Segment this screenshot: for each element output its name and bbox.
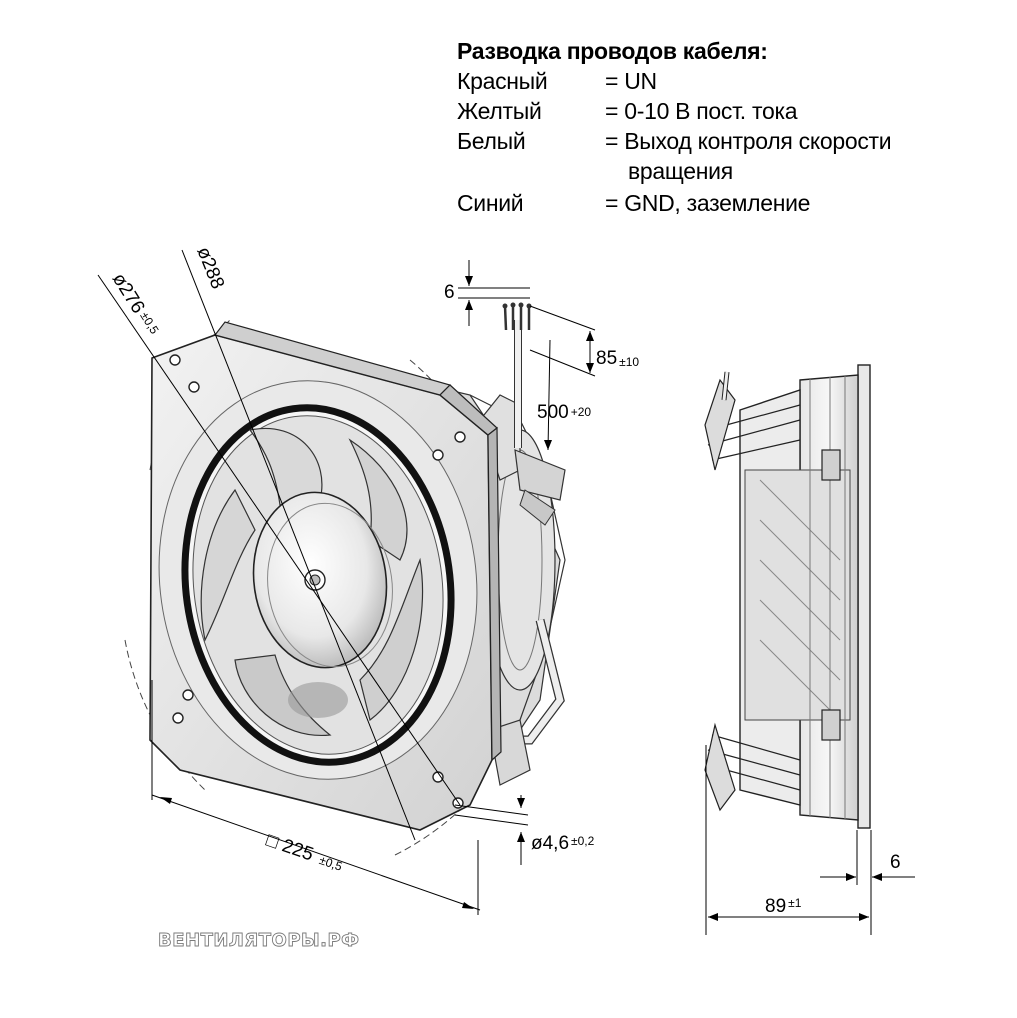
wire-meaning-label: = 0-10 В пост. тока [605,98,798,124]
dimension-lines-front [97,249,596,915]
dim-hole-diameter: ø4,6±0,2 [531,833,595,854]
wire-color-label: Белый [457,128,526,154]
dim-wire-spacing: 6 [444,282,455,303]
wire-meaning-label: = Выход контроля скорости [605,128,892,154]
watermark-text: ВЕНТИЛЯТОРЫ.РФ [158,930,360,951]
wiring-legend: Разводка проводов кабеля: Красный = UN Ж… [457,36,977,218]
legend-title: Разводка проводов кабеля: [457,38,768,64]
dim-diameter-288: ø288 [192,244,228,292]
legend-row-yellow: Желтый = 0-10 В пост. тока [457,96,977,126]
legend-row-red: Красный = UN [457,66,977,96]
dim-flange-6: 6 [890,852,901,873]
wire-meaning-continuation: вращения [628,158,733,184]
dimension-arrows-side [708,873,882,921]
fan-side-view [704,364,871,829]
legend-row-white-continuation: вращения [457,156,977,188]
legend-row-blue: Синий = GND, заземление [457,188,977,218]
dim-lead-85: 85±10 [596,348,639,369]
dimension-arrows-front [160,276,594,909]
dim-depth-89: 89±1 [765,896,802,917]
wire-color-label: Синий [457,190,524,216]
dim-cable-500: 500+20 [537,402,591,423]
dim-square-225: □ 225±0,5 [263,830,346,876]
wire-color-label: Красный [457,68,548,94]
wire-meaning-label: = GND, заземление [605,190,811,216]
fan-front-view [124,302,566,856]
wire-meaning-label: = UN [605,68,657,94]
legend-row-white: Белый = Выход контроля скорости [457,126,977,156]
wire-color-label: Желтый [457,98,542,124]
